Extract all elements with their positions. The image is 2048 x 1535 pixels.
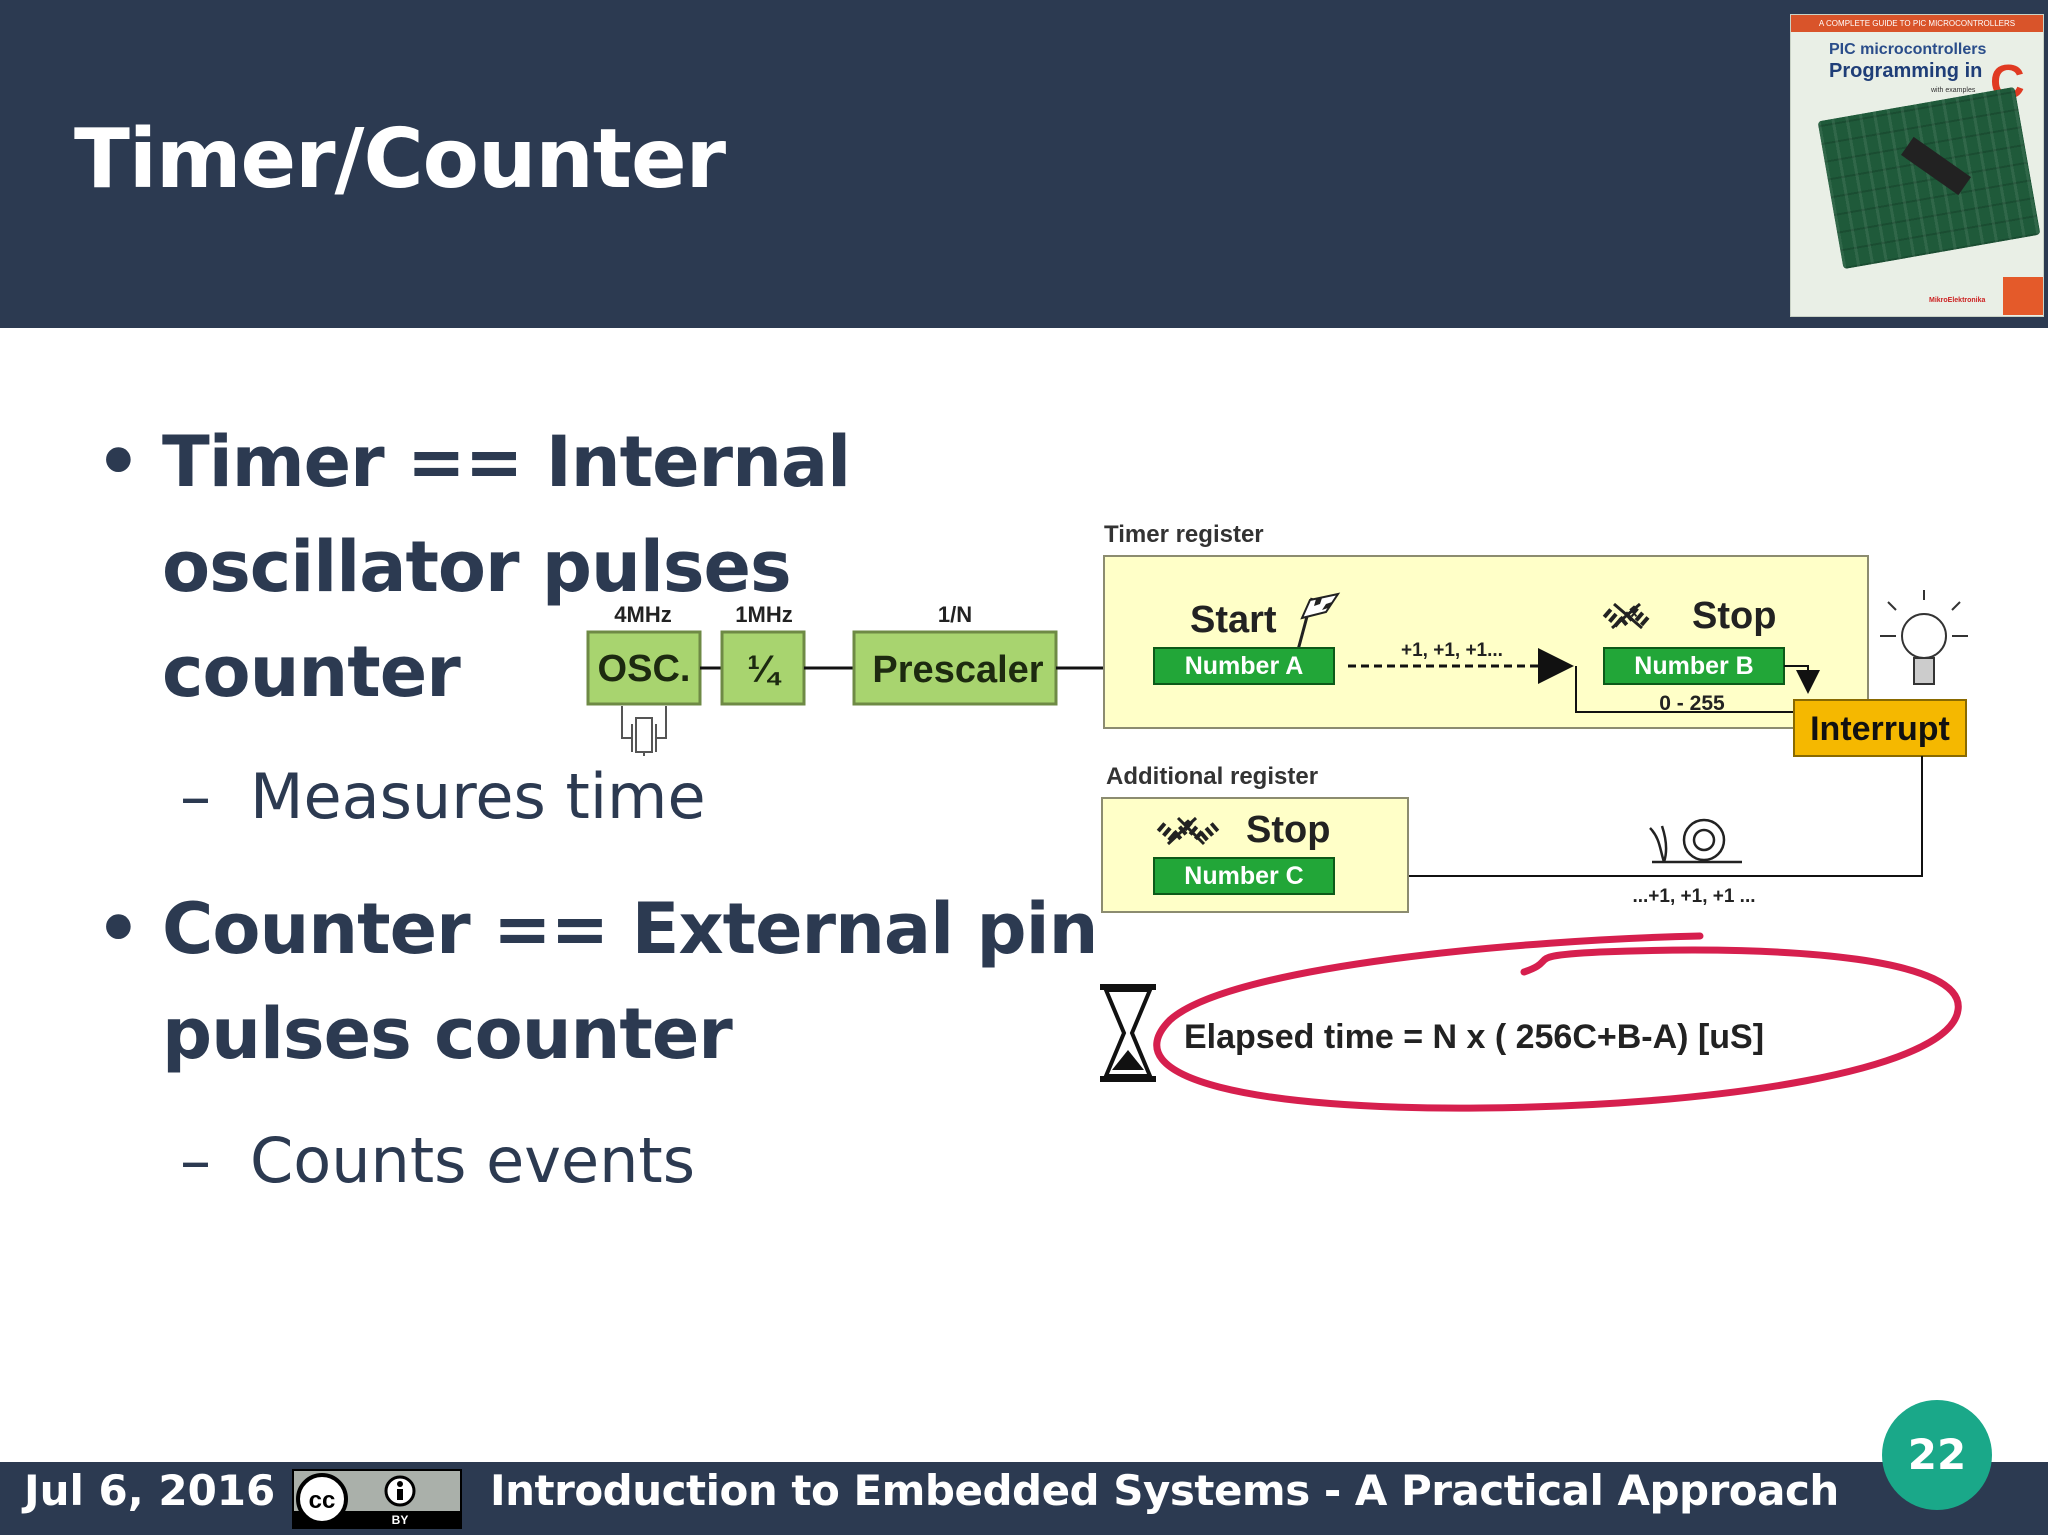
page-number-badge: 22 xyxy=(1882,1400,1992,1510)
number-c-box xyxy=(1153,857,1335,895)
bullet-text: Timer == Internal oscillator pulses coun… xyxy=(162,410,851,725)
book-cover-image: A COMPLETE GUIDE TO PIC MICROCONTROLLERS… xyxy=(1790,14,2044,317)
cover-badge xyxy=(2003,277,2043,315)
freq-prescaler-label: 1/N xyxy=(938,602,972,627)
stop2-label: Stop xyxy=(1246,809,1330,851)
snail-icon xyxy=(1649,818,1742,864)
timer-register-box xyxy=(1103,555,1869,729)
cc-by-license-icon: cc BY xyxy=(292,1469,462,1529)
formula-text: Elapsed time = N x ( 256C+B-A) [uS] xyxy=(1184,1018,1764,1056)
timer-diagram: 4MHz 1MHz 1/N OSC. ¼ Prescaler Timer reg… xyxy=(586,521,1968,1112)
osc-block xyxy=(586,630,702,706)
increments2-label: ...+1, +1, +1 ... xyxy=(1632,886,1755,907)
prescaler-label: Prescaler xyxy=(872,649,1043,691)
interrupt-box xyxy=(1793,699,1967,757)
number-c-label: Number C xyxy=(1184,862,1303,890)
cover-circuit-board xyxy=(1817,86,2041,270)
cover-publisher-logo: MikroElektronika xyxy=(1929,297,1986,304)
cover-title-line1: PIC microcontrollers xyxy=(1829,41,1987,58)
cc-by-text: BY xyxy=(392,1513,409,1527)
svg-text:cc: cc xyxy=(309,1487,336,1514)
bullet-dot: • xyxy=(96,421,141,503)
highlight-ellipse xyxy=(1153,932,1962,1112)
checkered-flags-icon xyxy=(1602,602,1652,631)
slide-title: Timer/Counter xyxy=(74,112,726,207)
divider-label: ¼ xyxy=(747,649,782,691)
cover-top-strip: A COMPLETE GUIDE TO PIC MICROCONTROLLERS xyxy=(1791,15,2043,32)
loop-back-line xyxy=(1575,666,1796,713)
hourglass-icon xyxy=(1100,984,1156,1082)
bullet-line: Counter == External pin xyxy=(162,888,1098,970)
interrupt-return-line xyxy=(1332,756,1923,888)
stop-label: Stop xyxy=(1692,595,1776,637)
range-label: 0 - 255 xyxy=(1659,692,1725,715)
osc-label: OSC. xyxy=(598,648,691,690)
checkered-flags-icon xyxy=(1156,816,1220,846)
crystal-icon xyxy=(621,706,667,756)
start-label: Start xyxy=(1190,599,1277,641)
bullet-line: pulses counter xyxy=(162,993,733,1075)
timer-register-label: Timer register xyxy=(1104,521,1264,548)
prescaler-block xyxy=(852,630,1058,706)
lightbulb-icon xyxy=(1880,590,1968,685)
bullet-line: oscillator pulses xyxy=(162,526,792,608)
increments-label: +1, +1, +1... xyxy=(1401,640,1503,661)
bullet-text: Counter == External pin pulses counter xyxy=(162,877,1098,1087)
interrupt-label: Interrupt xyxy=(1810,710,1950,748)
number-b-label: Number B xyxy=(1634,652,1753,680)
sub-bullet-text: Measures time xyxy=(250,760,706,833)
footer-date: Jul 6, 2016 xyxy=(24,1466,276,1515)
divider-block xyxy=(720,630,806,706)
number-a-label: Number A xyxy=(1185,652,1304,680)
number-b-box xyxy=(1603,647,1785,685)
bullet-line: counter xyxy=(162,631,461,713)
number-a-box xyxy=(1153,647,1335,685)
slide-header xyxy=(0,0,2048,328)
cover-subtitle: with examples xyxy=(1931,87,1976,94)
start-flag-icon xyxy=(1296,592,1341,651)
freq-osc-label: 4MHz xyxy=(614,602,671,627)
bullet-line: Timer == Internal xyxy=(162,421,851,503)
cover-title-line2: Programming in xyxy=(1829,60,1983,82)
overflow-arrow xyxy=(1784,665,1820,694)
freq-div-label: 1MHz xyxy=(735,602,792,627)
sub-bullet-dash: – xyxy=(180,760,211,833)
additional-register-label: Additional register xyxy=(1106,763,1318,790)
footer-course-title: Introduction to Embedded Systems - A Pra… xyxy=(490,1466,1839,1515)
sub-bullet-dash: – xyxy=(180,1124,211,1197)
sub-bullet-text: Counts events xyxy=(250,1124,696,1197)
bullet-dot: • xyxy=(96,888,141,970)
